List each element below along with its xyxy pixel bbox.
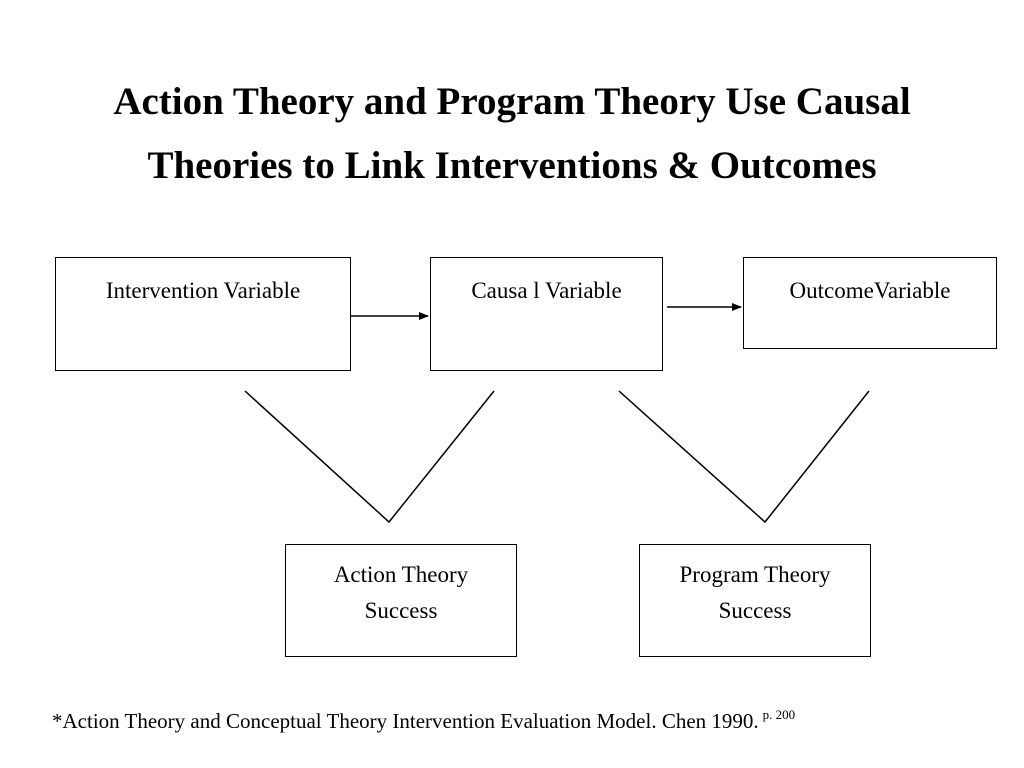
intervention-variable-label: Intervention Variable (105, 278, 301, 303)
action-theory-success-box: Action Theory Success (285, 544, 517, 657)
slide-title-line-2: Theories to Link Interventions & Outcome… (147, 144, 877, 187)
slide-title-line-1: Action Theory and Program Theory Use Cau… (113, 80, 911, 123)
program-theory-success-box: Program Theory Success (639, 544, 871, 657)
citation-text: *Action Theory and Conceptual Theory Int… (52, 709, 759, 733)
action-theory-v-connector (244, 390, 495, 524)
outcome-variable-label: OutcomeVariable (789, 278, 951, 303)
outcome-variable-box: OutcomeVariable (743, 257, 997, 349)
program-theory-v-connector (618, 390, 870, 524)
program-theory-success-label: Program Theory Success (679, 562, 831, 623)
citation-footnote: *Action Theory and Conceptual Theory Int… (52, 700, 795, 736)
intervention-variable-box: Intervention Variable (55, 257, 351, 371)
action-theory-success-label: Action Theory Success (333, 562, 469, 623)
causal-variable-label: Causa l Variable (471, 278, 622, 303)
citation-page-reference: p. 200 (762, 707, 796, 722)
causal-variable-box: Causa l Variable (430, 257, 663, 371)
